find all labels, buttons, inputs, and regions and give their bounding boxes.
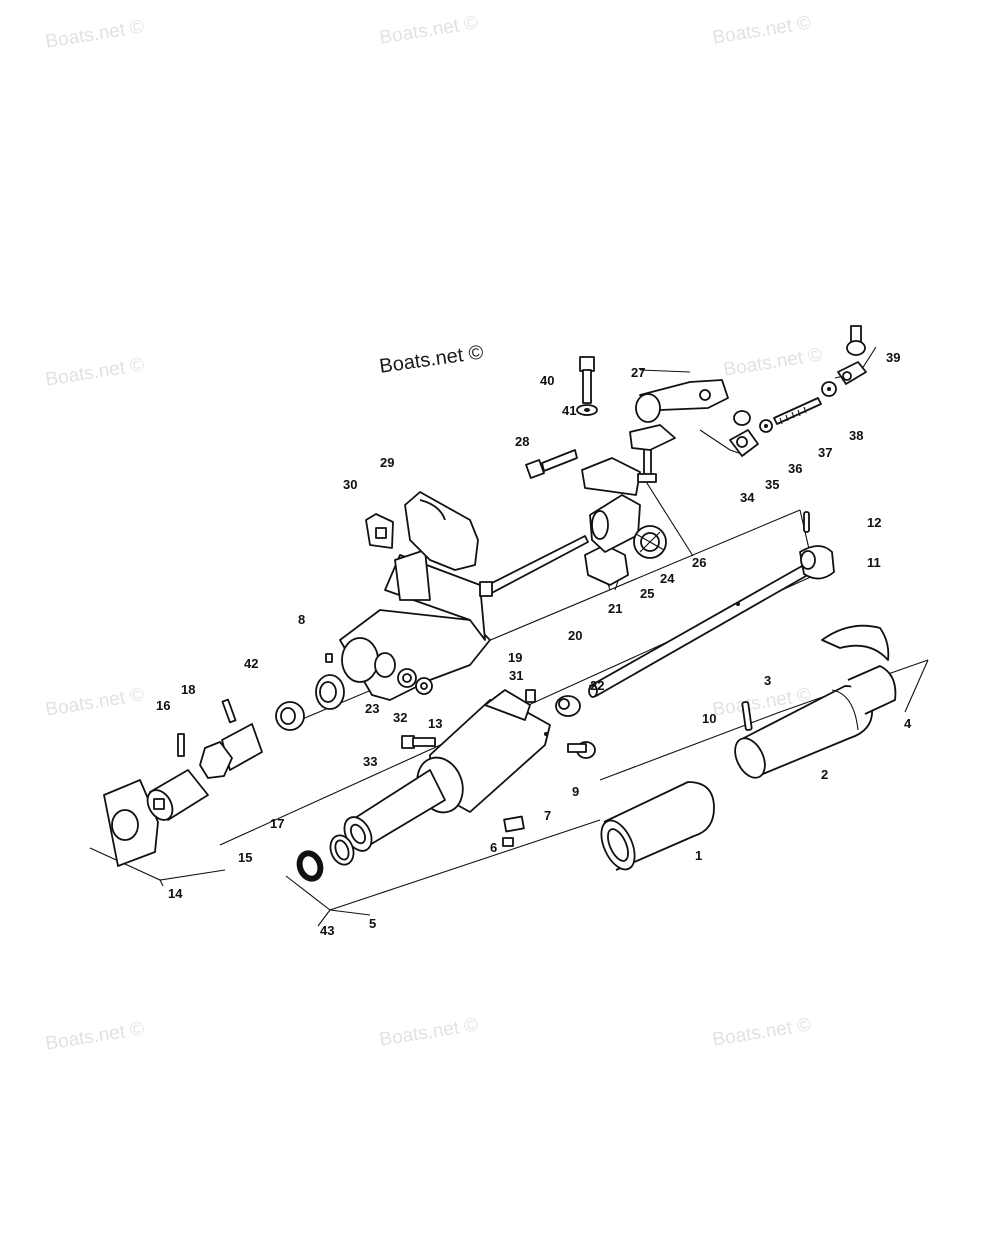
- part-19-bracket: [339, 549, 491, 701]
- part-38-nut: [821, 381, 837, 397]
- part-24-gear: [633, 525, 667, 559]
- part-25-housing: [589, 494, 641, 553]
- part-17-coupler: [199, 723, 263, 779]
- callout-37: 37: [818, 445, 832, 460]
- part-12-pin: [803, 511, 810, 533]
- callout-3: 3: [764, 673, 771, 688]
- callout-39: 39: [886, 350, 900, 365]
- part-18-pin: [221, 698, 237, 724]
- callout-36: 36: [788, 461, 802, 476]
- callout-38: 38: [849, 428, 863, 443]
- callout-24: 24: [660, 571, 675, 586]
- part-26-shaft: [629, 424, 676, 483]
- callout-22: 22: [590, 678, 604, 693]
- part-8-pin: [325, 653, 333, 663]
- part-41-washer: [576, 404, 598, 416]
- callout-27: 27: [631, 365, 645, 380]
- callout-29: 29: [380, 455, 394, 470]
- callout-19: 19: [508, 650, 522, 665]
- callout-20: 20: [568, 628, 582, 643]
- callout-35: 35: [765, 477, 779, 492]
- callout-33: 33: [363, 754, 377, 769]
- part-2-tube: [734, 665, 897, 779]
- callout-6: 6: [490, 840, 497, 855]
- callout-11: 11: [867, 555, 881, 570]
- part-9-screw: [567, 741, 596, 759]
- callout-12: 12: [867, 515, 881, 530]
- callout-32: 32: [393, 710, 407, 725]
- callout-13: 13: [428, 716, 442, 731]
- part-31-screw: [525, 689, 536, 703]
- callout-21: 21: [608, 601, 622, 616]
- callout-2: 2: [821, 767, 828, 782]
- callout-41: 41: [562, 403, 576, 418]
- part-42-bushing: [275, 701, 305, 731]
- callout-4: 4: [904, 716, 912, 731]
- callout-5: 5: [369, 916, 376, 931]
- part-13-bolt: [401, 735, 436, 749]
- part-39-ball-joint: [837, 325, 867, 385]
- part-6-housing: [343, 689, 551, 852]
- part-28-bolt: [525, 449, 578, 479]
- callout-42: 42: [244, 656, 258, 671]
- callout-17: 17: [270, 816, 284, 831]
- part-20-rod: [479, 535, 589, 597]
- part-43-washer: [296, 850, 324, 882]
- part-16-pin: [177, 733, 185, 757]
- callout-10: 10: [702, 711, 716, 726]
- part-15-sleeve: [146, 769, 209, 821]
- part-40-bolt: [579, 356, 595, 404]
- callout-31: 31: [509, 668, 523, 683]
- part-11-collar: [799, 545, 835, 580]
- part-37-threaded-rod: [773, 397, 822, 425]
- callout-1: 1: [695, 848, 702, 863]
- callout-40: 40: [540, 373, 554, 388]
- part-29-yoke: [404, 491, 479, 571]
- part-22-bushing: [555, 695, 581, 717]
- callout-30: 30: [343, 477, 357, 492]
- part-7-bolt: [502, 815, 525, 847]
- part-27-lever: [635, 379, 729, 423]
- callout-25: 25: [640, 586, 654, 601]
- part-4-shell: [821, 624, 890, 661]
- callout-34: 34: [740, 490, 755, 505]
- part-34-bracket: [729, 429, 759, 457]
- part-14-plate: [103, 779, 159, 867]
- callout-8: 8: [298, 612, 305, 627]
- part-36-nut: [759, 419, 773, 433]
- callout-16: 16: [156, 698, 170, 713]
- part-30-block: [365, 513, 394, 549]
- part-21-clamp: [581, 457, 641, 586]
- callout-28: 28: [515, 434, 529, 449]
- part-1-sleeve: [600, 781, 715, 871]
- callout-15: 15: [238, 850, 252, 865]
- callout-23: 23: [365, 701, 379, 716]
- callout-18: 18: [181, 682, 195, 697]
- callout-43: 43: [320, 923, 334, 938]
- callout-26: 26: [692, 555, 706, 570]
- part-35-screw: [733, 410, 751, 426]
- callout-14: 14: [168, 886, 183, 901]
- part-3-pin: [741, 701, 753, 731]
- part-33-washer: [315, 674, 345, 710]
- part-5-ring: [329, 834, 355, 866]
- callout-7: 7: [544, 808, 551, 823]
- leader-lines: [89, 346, 929, 927]
- callout-9: 9: [572, 784, 579, 799]
- part-32-washer: [415, 677, 433, 695]
- part-23-washer: [397, 668, 417, 688]
